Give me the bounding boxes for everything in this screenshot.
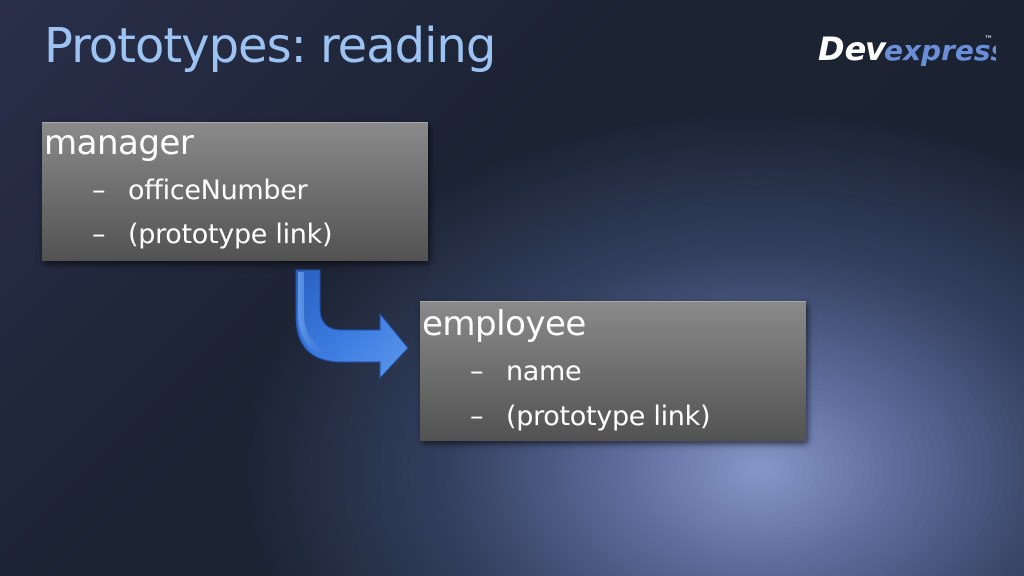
logo-text-v: v (865, 30, 887, 68)
manager-item-prototype-link: (prototype link) (128, 219, 333, 250)
manager-item-bullet: – (92, 219, 106, 250)
logo-trademark: ™ (984, 35, 993, 45)
employee-item-prototype-link: (prototype link) (506, 401, 711, 432)
manager-box: manager – officeNumber – (prototype link… (42, 122, 428, 261)
employee-item-name: name (506, 356, 582, 387)
employee-box: employee – name – (prototype link) (420, 301, 806, 441)
prototype-arrow (295, 269, 409, 380)
employee-item-bullet: – (470, 401, 484, 432)
devexpress-logo: De v express ™ (818, 30, 996, 68)
manager-title: manager (44, 123, 194, 163)
manager-item-office-number: officeNumber (128, 175, 308, 206)
manager-item-bullet: – (92, 175, 106, 206)
logo-text-express: express (884, 34, 996, 67)
slide-title: Prototypes: reading (44, 18, 496, 74)
employee-title: employee (422, 304, 586, 344)
logo-text-de: De (818, 30, 866, 68)
employee-item-bullet: – (470, 356, 484, 387)
